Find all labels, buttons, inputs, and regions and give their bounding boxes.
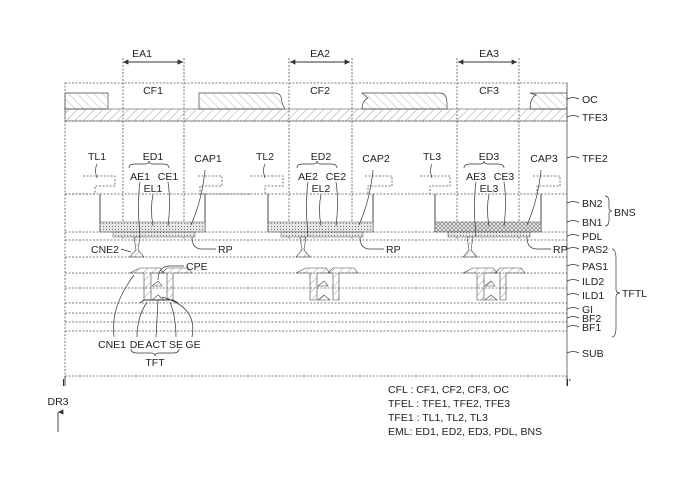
touch-lines [65, 175, 567, 195]
label-el3: EL3 [480, 183, 499, 195]
label-tfe2: TFE2 [582, 153, 608, 165]
label-ed2: ED2 [311, 151, 332, 163]
label-rp1: RP [218, 244, 233, 256]
label-cne1: CNE1 [98, 339, 126, 351]
label-ge: GE [185, 339, 200, 351]
label-section-end: I' [566, 377, 571, 389]
label-ae2: AE2 [298, 171, 318, 183]
tft-structures [129, 236, 526, 304]
tft-2 [295, 236, 359, 301]
label-tfe3: TFE3 [582, 112, 608, 124]
label-ce3: CE3 [494, 171, 515, 183]
label-ea1: EA1 [132, 48, 152, 60]
label-de: DE [130, 339, 145, 351]
label-section-start: I [62, 377, 65, 389]
leader-lines [95, 97, 621, 357]
label-ea3: EA3 [479, 48, 499, 60]
label-cap3: CAP3 [530, 153, 558, 165]
label-ild2: ILD2 [582, 276, 604, 288]
label-rp2: RP [386, 244, 401, 256]
label-pas2: PAS2 [582, 244, 608, 256]
label-cap2: CAP2 [362, 153, 390, 165]
label-direction: DR3 [47, 396, 68, 408]
stack-outline [64, 82, 568, 377]
label-tl3: TL3 [423, 151, 441, 163]
label-ce1: CE1 [158, 171, 179, 183]
label-oc: OC [582, 94, 598, 106]
label-bn2: BN2 [582, 198, 603, 210]
label-ea2: EA2 [310, 48, 330, 60]
legend-line-4: EML: ED1, ED2, ED3, PDL, BNS [388, 426, 542, 438]
label-ae1: AE1 [130, 171, 150, 183]
label-bns: BNS [614, 207, 636, 219]
label-bf1: BF1 [582, 322, 601, 334]
legend-line-1: CFL : CF1, CF2, CF3, OC [388, 384, 509, 396]
rp-blocks [112, 231, 531, 238]
label-tl1: TL1 [88, 151, 106, 163]
legend-line-2: TFEL : TFE1, TFE2, TFE3 [388, 398, 510, 410]
color-filter-layer [64, 92, 568, 122]
label-gi: GI [582, 304, 593, 316]
legend-line-3: TFE1 : TL1, TL2, TL3 [388, 412, 488, 424]
label-bn1: BN1 [582, 217, 603, 229]
label-el1: EL1 [144, 183, 163, 195]
label-el2: EL2 [312, 183, 331, 195]
label-ce2: CE2 [326, 171, 347, 183]
labels: EA1 EA2 EA3 CF1 CF2 CF3 OC TFE3 TFE2 TL1… [47, 48, 647, 438]
label-cf3: CF3 [479, 85, 499, 97]
tft-3 [462, 236, 526, 301]
label-pas1: PAS1 [582, 261, 608, 273]
label-cpe: CPE [186, 261, 208, 273]
label-ild1: ILD1 [582, 290, 604, 302]
emission-area-1-marker [122, 58, 185, 240]
label-tl2: TL2 [256, 151, 274, 163]
label-tftl: TFTL [622, 288, 647, 300]
label-tft: TFT [145, 357, 165, 369]
label-cf2: CF2 [310, 85, 330, 97]
label-cf1: CF1 [143, 85, 163, 97]
label-rp3: RP [553, 244, 568, 256]
label-pdl: PDL [582, 231, 603, 243]
label-act: ACT [146, 339, 168, 351]
label-ed3: ED3 [479, 151, 500, 163]
label-cne2: CNE2 [91, 244, 119, 256]
label-cap1: CAP1 [194, 153, 222, 165]
label-sub: SUB [582, 348, 604, 360]
emission-area-2-marker [288, 58, 353, 240]
label-bf2: BF2 [582, 313, 601, 325]
label-se: SE [169, 339, 183, 351]
label-ed1: ED1 [143, 151, 164, 163]
label-ae3: AE3 [466, 171, 486, 183]
emission-area-3-marker [456, 58, 520, 240]
